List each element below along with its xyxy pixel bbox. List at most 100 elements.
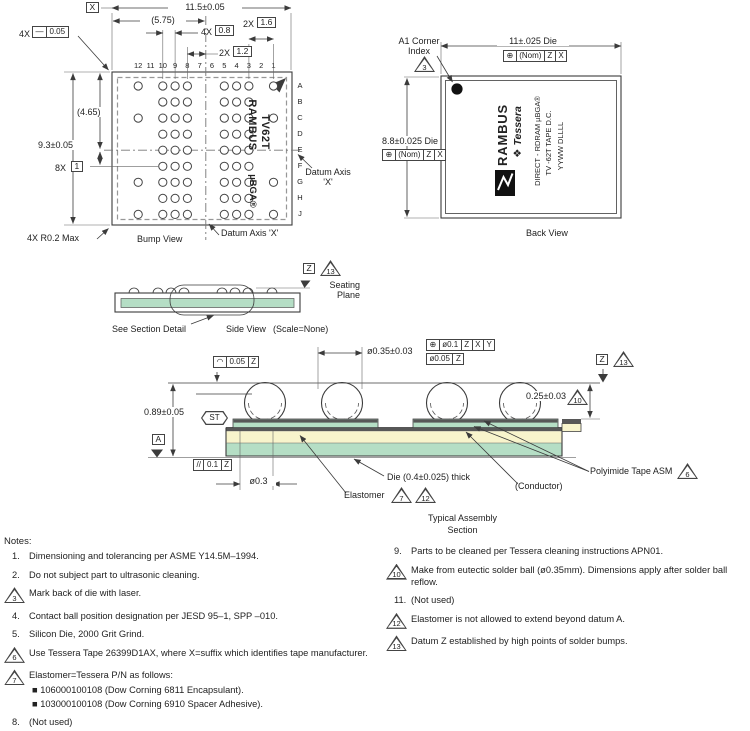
dim-2x12-value-box: 1.2: [233, 46, 252, 58]
note-item: 11.(Not used): [386, 594, 746, 606]
solder-bump-H3: [244, 193, 254, 203]
solder-bump-B9: [170, 97, 180, 107]
solder-bump-H4: [232, 193, 242, 203]
solder-bump-E4: [232, 145, 242, 155]
solder-bump-H5: [219, 193, 229, 203]
a1-corner-index-label: A1 Corner Index: [398, 36, 440, 57]
solder-bump-A1: [268, 81, 279, 91]
solder-bump-B8: [182, 97, 192, 107]
frame-cell: 0.05: [46, 26, 69, 38]
straightness-frame: —0.05: [32, 26, 69, 38]
solder-bump-F4: [232, 161, 242, 171]
notes-heading: Notes:: [4, 536, 32, 547]
straightness-prefix: 4X: [19, 29, 31, 39]
package-height-dim: 0.89±0.05: [142, 407, 186, 418]
datum-a-box: A: [152, 434, 165, 446]
note-number: 9.: [394, 546, 402, 556]
solder-bump-J1: [268, 209, 279, 219]
frame-cell: X: [433, 149, 447, 161]
datum-z-box: Z: [596, 354, 609, 366]
solder-bump-D3: [244, 129, 254, 139]
standoff-dim: 0.25±0.03: [506, 391, 568, 402]
solder-bump-G4: [232, 177, 242, 187]
dim-8x-value-box: 1: [71, 161, 83, 173]
solder-bump-A4: [232, 81, 242, 91]
dim-overall-height: 9.3±0.05: [36, 140, 75, 151]
note-text: Mark back of die with laser.: [29, 588, 142, 599]
frame-cell: X: [554, 50, 568, 62]
datum-axis-right-label: Datum Axis 'X': [305, 167, 351, 188]
note-flag-13-section: 13: [613, 351, 634, 367]
solder-bump-G8: [182, 177, 192, 187]
note-number: 11.: [394, 595, 407, 606]
note-number: 5.: [12, 629, 20, 640]
note-flag-3: 3: [414, 56, 435, 72]
note-bullet: ■ 103000100108 (Dow Corning 6910 Spacer …: [32, 698, 263, 709]
dim-4x-prefix: 4X: [201, 27, 213, 37]
section-caption-line2: Section: [447, 525, 478, 535]
note-flag-7: 7: [4, 669, 25, 685]
solder-bump-C5: [219, 113, 229, 123]
note-item: 5.Silicon Die, 2000 Grit Grind.: [4, 628, 382, 640]
solder-bump-J9: [170, 209, 180, 219]
bump-column-label: 5: [222, 61, 227, 70]
solder-bump-G3: [244, 177, 254, 187]
note-number: 8.: [12, 717, 20, 728]
dim-2x12-prefix: 2X: [219, 48, 231, 58]
solder-bump-H10: [158, 193, 168, 203]
frame-cell: ⊕: [426, 339, 440, 351]
solder-bump-D10: [158, 129, 168, 139]
bump-row-label: E: [297, 145, 303, 155]
scale-note: (Scale=None): [273, 324, 329, 334]
solder-bump-C12: [133, 113, 143, 123]
solder-bump-J5: [219, 209, 229, 219]
solder-bump-A8: [182, 81, 192, 91]
frame-cell: (Nom): [394, 149, 424, 161]
back-text-line2: TV -62T TAPE D.C.: [544, 110, 553, 176]
solder-bump-E8: [182, 145, 192, 155]
frame-cell: —: [32, 26, 47, 38]
frame-cell: ⊕: [503, 50, 517, 62]
solder-bump-C9: [170, 113, 180, 123]
solder-bump-G1: [268, 177, 279, 187]
solder-bump-A12: [133, 81, 143, 91]
note-item: 2.Do not subject part to ultrasonic clea…: [4, 569, 382, 581]
solder-bump-D9: [170, 129, 180, 139]
solder-bump-F9: [170, 161, 180, 171]
datum-axis-bottom-label: Datum Axis 'X': [221, 228, 279, 238]
notes-column-left: 1.Dimensioning and tolerancing per ASME …: [4, 550, 382, 731]
solder-bump-F3: [244, 161, 254, 171]
bump-row-label: F: [297, 161, 303, 171]
frame-cell: (Nom): [515, 50, 545, 62]
bump-row-label: G: [297, 177, 303, 187]
bump-view-caption: Bump View: [137, 234, 183, 244]
solder-bump-H9: [170, 193, 180, 203]
note-flag-10: 10: [386, 564, 407, 580]
die-height-dim: 8.8±0.025 Die: [380, 136, 440, 147]
note-bullet: ■ 106000100108 (Dow Corning 6811 Encapsu…: [32, 684, 244, 695]
note-text: Elastomer is not allowed to extend beyon…: [411, 613, 625, 624]
solder-bump-A9: [170, 81, 180, 91]
bump-column-label: 12: [134, 61, 143, 70]
frame-cell: ø0.1: [438, 339, 462, 351]
bump-column-label: 11: [146, 61, 155, 70]
solder-bump-H8: [182, 193, 192, 203]
note-text: Contact ball position designation per JE…: [29, 610, 278, 621]
bump-text-rambus: RAMBUS: [246, 99, 258, 151]
dim-2x16-prefix: 2X: [243, 19, 255, 29]
dim-half-width: (5.75): [140, 15, 186, 26]
note-text: Elastomer=Tessera P/N as follows:■ 10600…: [29, 669, 382, 709]
bump-column-label: 4: [234, 61, 239, 70]
note-text: Datum Z established by high points of so…: [411, 636, 628, 647]
